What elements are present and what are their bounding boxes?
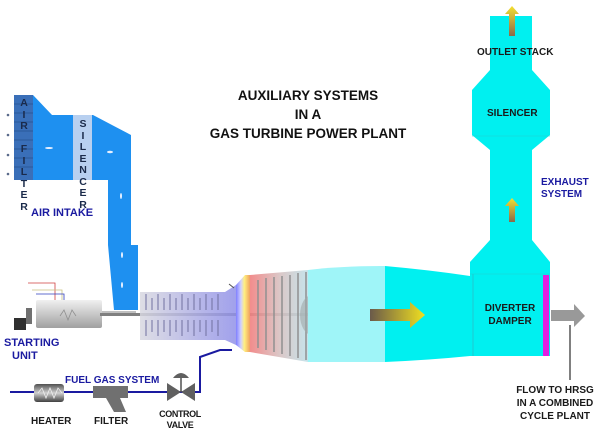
exhaust-up-arrow (505, 198, 519, 222)
heater-label: HEATER (31, 416, 72, 427)
diverter-damper-label: DIVERTER DAMPER (483, 302, 537, 328)
air-intake-label: AIR INTAKE (31, 207, 94, 219)
vertical-letter: E (79, 187, 87, 199)
exhaust-diffuser (308, 266, 470, 362)
filter (93, 386, 128, 412)
title-line-1: AUXILIARY SYSTEMS (237, 88, 379, 103)
diagram-title: AUXILIARY SYSTEMS IN A GAS TURBINE POWER… (188, 86, 428, 143)
vertical-letter: S (79, 118, 87, 130)
vertical-letter: I (81, 129, 85, 142)
exhaust-system-line-1: EXHAUST (541, 177, 589, 188)
fuel-gas-system-label: FUEL GAS SYSTEM (65, 375, 160, 386)
vertical-letter: R (20, 120, 28, 132)
exhaust-stack (470, 16, 550, 356)
vertical-letter: N (79, 164, 87, 176)
starting-unit-label: STARTING UNIT (4, 337, 59, 363)
compressor (140, 285, 236, 345)
hrsg-line-2: IN A COMBINED (516, 398, 594, 409)
exhaust-system-line-2: SYSTEM (541, 189, 583, 200)
filter-label: FILTER (94, 416, 129, 427)
stack-outlet-arrow (505, 6, 519, 36)
control-valve-line-1: CONTROL (159, 409, 201, 419)
hrsg-label: FLOW TO HRSG IN A COMBINED CYCLE PLANT (513, 384, 597, 423)
vertical-letter: T (20, 177, 28, 190)
intake-silencer (73, 115, 92, 180)
vertical-letter: L (79, 141, 87, 153)
starting-unit-line-2: UNIT (12, 350, 38, 362)
hrsg-line-3: CYCLE PLANT (520, 411, 590, 422)
air-intake-duct (6, 95, 138, 310)
title-line-2: IN A (294, 107, 322, 122)
control-valve-label: CONTROL VALVE (157, 409, 203, 431)
vertical-letter: E (79, 152, 87, 165)
vertical-letter: I (22, 154, 26, 167)
vertical-letter: A (20, 97, 28, 109)
exhaust-silencer-label: SILENCER (487, 108, 538, 119)
vertical-letter: C (79, 175, 87, 188)
title-line-3: GAS TURBINE POWER PLANT (209, 126, 407, 141)
vertical-letter: E (20, 189, 28, 201)
vertical-letter: F (20, 143, 28, 155)
combustor (228, 275, 250, 352)
exhaust-system-label: EXHAUST SYSTEM (541, 177, 589, 201)
hrsg-flow-arrow (551, 304, 585, 327)
starting-unit-line-1: STARTING (4, 337, 60, 349)
heater (34, 384, 64, 402)
vertical-letter: R (79, 198, 87, 211)
fuel-gas-line (10, 349, 232, 393)
diverter-damper-plate (543, 275, 549, 356)
control-valve (167, 373, 195, 401)
vertical-letter: L (20, 166, 28, 178)
diverter-damper-line-1: DIVERTER (484, 303, 536, 314)
control-valve-line-2: VALVE (166, 420, 194, 430)
hrsg-line-1: FLOW TO HRSG (516, 385, 594, 396)
vertical-letter: R (20, 200, 28, 213)
air-filter (14, 95, 33, 180)
flow-arrow-horizontal (370, 302, 425, 328)
diverter-damper-line-2: DAMPER (488, 316, 532, 327)
vertical-letter: I (22, 108, 26, 121)
outlet-stack-label: OUTLET STACK (477, 47, 554, 58)
